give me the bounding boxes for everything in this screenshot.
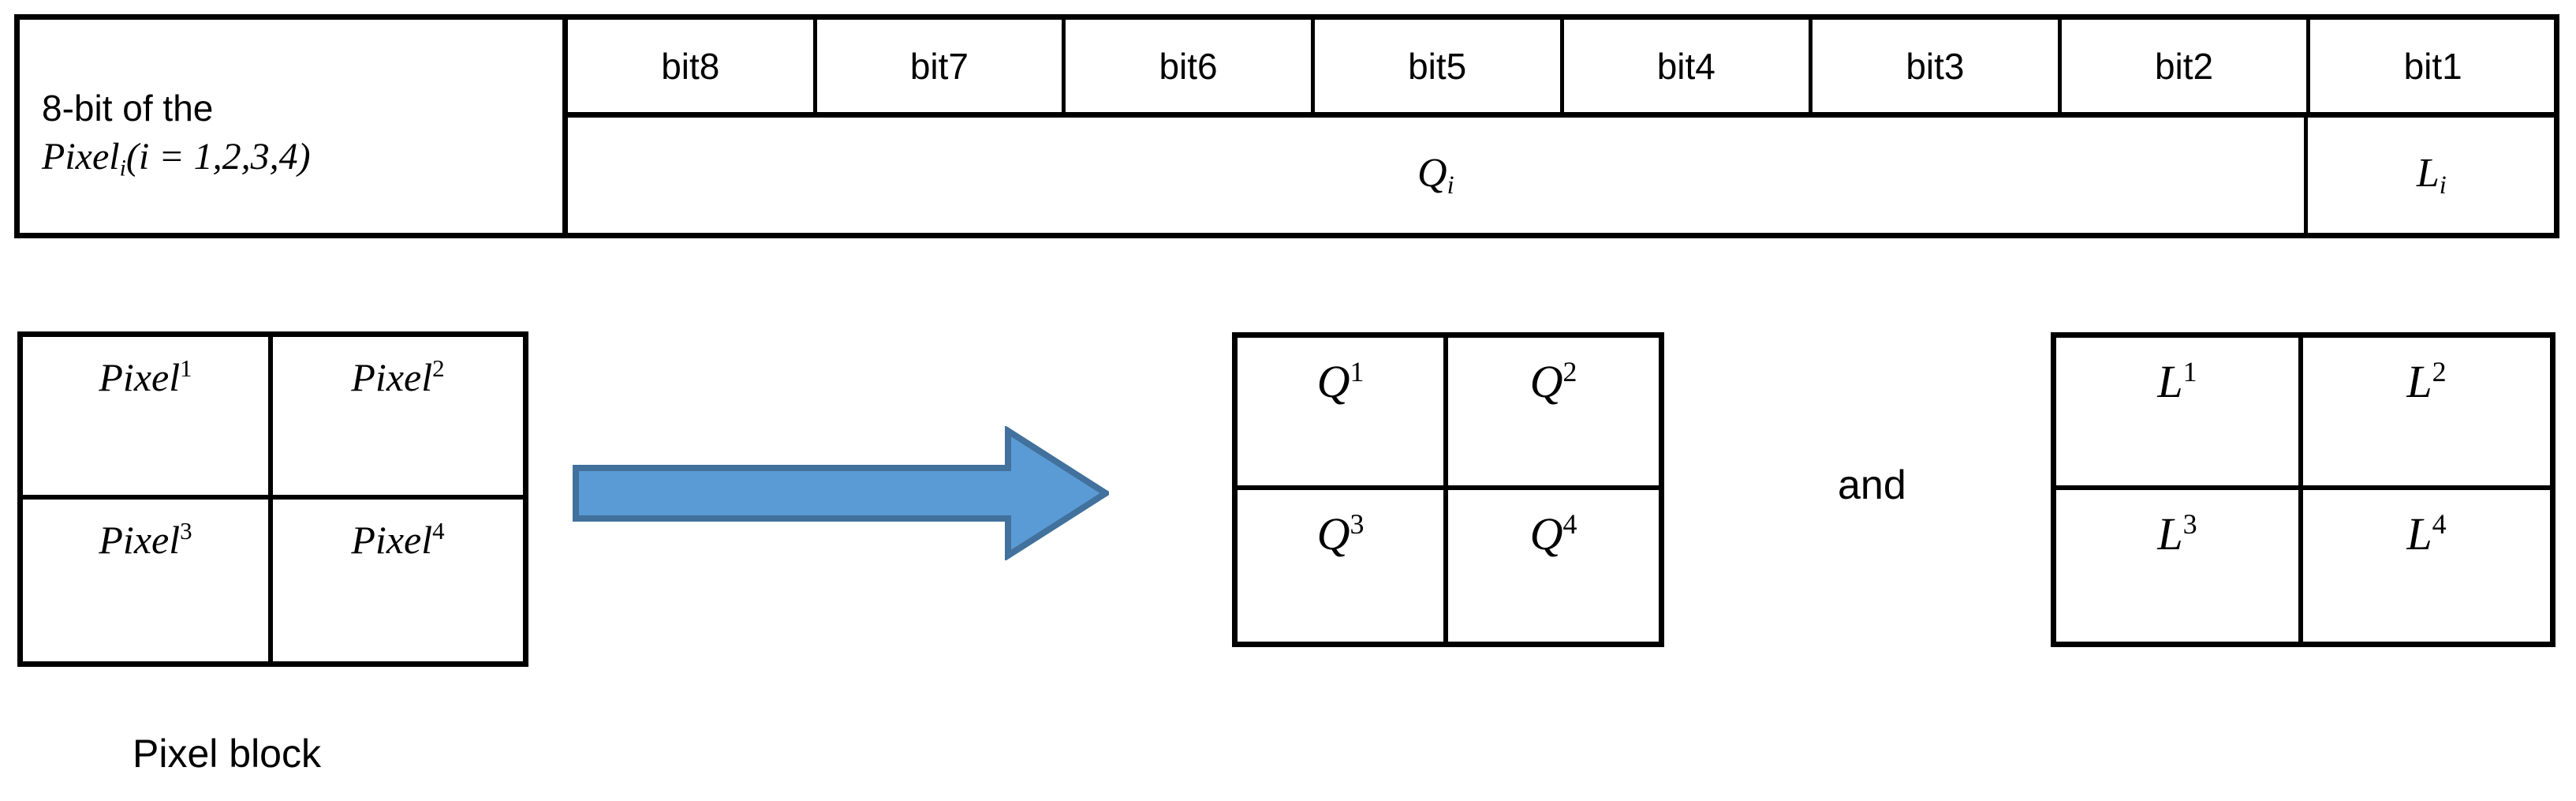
bit-column-bit4: bit4 bbox=[1564, 20, 1813, 112]
q2-base: Q bbox=[1529, 356, 1563, 407]
pixel-1-base: Pixel bbox=[99, 355, 181, 399]
right-block-arrow-icon bbox=[573, 426, 1109, 560]
header-pixel-range: (i = 1,2,3,4) bbox=[125, 135, 311, 178]
q3-base: Q bbox=[1316, 507, 1350, 560]
header-line-2: Pixeli(i = 1,2,3,4) bbox=[42, 132, 311, 185]
quotient-span-cell: Qi bbox=[568, 118, 2308, 233]
q3-subscript: 3 bbox=[1350, 507, 1365, 540]
pixel-2-base: Pixel bbox=[351, 355, 433, 399]
bit-column-bit7: bit7 bbox=[817, 20, 1066, 112]
pixel-block-caption: Pixel block bbox=[133, 732, 321, 776]
table-header-cell: 8-bit of the Pixeli(i = 1,2,3,4) bbox=[20, 20, 568, 233]
bit-layout-table: 8-bit of the Pixeli(i = 1,2,3,4) bit8 bi… bbox=[14, 14, 2559, 238]
quotient-subscript: i bbox=[1447, 170, 1454, 200]
q1-base: Q bbox=[1316, 356, 1350, 407]
level-base: L bbox=[2416, 151, 2440, 197]
right-block-arrow-shape bbox=[573, 426, 1109, 560]
bit-column-bit2: bit2 bbox=[2062, 20, 2311, 112]
quotient-base: Q bbox=[1417, 151, 1447, 197]
bit-column-bit3: bit3 bbox=[1813, 20, 2062, 112]
l4-base: L bbox=[2406, 507, 2432, 560]
l3-subscript: 3 bbox=[2182, 507, 2197, 540]
pixel-2-subscript: 2 bbox=[432, 354, 445, 382]
q2-subscript: 2 bbox=[1562, 356, 1577, 387]
level-subscript: i bbox=[2439, 170, 2447, 200]
level-cell: Li bbox=[2308, 118, 2555, 233]
header-pixel-base: Pixel bbox=[42, 135, 120, 178]
q4-subscript: 4 bbox=[1562, 507, 1577, 540]
quotient-level-row: Qi Li bbox=[568, 118, 2555, 233]
l1-subscript: 1 bbox=[2182, 356, 2197, 387]
table-inner: 8-bit of the Pixeli(i = 1,2,3,4) bit8 bi… bbox=[20, 20, 2555, 233]
l3-base: L bbox=[2157, 507, 2183, 560]
quotient-symbol: Qi bbox=[1417, 150, 1454, 200]
pixel-4-base: Pixel bbox=[351, 517, 433, 562]
pixel-3-subscript: 3 bbox=[180, 516, 192, 545]
l4-subscript: 4 bbox=[2432, 507, 2447, 540]
l2-base: L bbox=[2406, 356, 2432, 407]
l2-subscript: 2 bbox=[2432, 356, 2447, 387]
bit-column-bit6: bit6 bbox=[1066, 20, 1315, 112]
bit-column-bit1: bit1 bbox=[2403, 45, 2462, 87]
bit-header-row: bit8 bit7 bit6 bit5 bit4 bit3 bit2 bit1 bbox=[568, 20, 2555, 118]
header-line-1: 8-bit of the bbox=[42, 88, 214, 129]
q1-subscript: 1 bbox=[1350, 356, 1365, 387]
q4-base: Q bbox=[1529, 507, 1563, 560]
pixel-1-subscript: 1 bbox=[180, 354, 192, 382]
pixel-4-subscript: 4 bbox=[432, 516, 445, 545]
pixel-3-base: Pixel bbox=[99, 517, 181, 562]
bit-column-bit5: bit5 bbox=[1315, 20, 1564, 112]
bit-column-bit8: bit8 bbox=[568, 20, 817, 112]
right-block-arrow-svg bbox=[573, 426, 1109, 560]
conjunction-label: and bbox=[1838, 462, 1906, 508]
level-symbol: Li bbox=[2417, 150, 2447, 200]
header-pixel-subscript: i bbox=[119, 154, 126, 181]
l1-base: L bbox=[2157, 356, 2183, 407]
